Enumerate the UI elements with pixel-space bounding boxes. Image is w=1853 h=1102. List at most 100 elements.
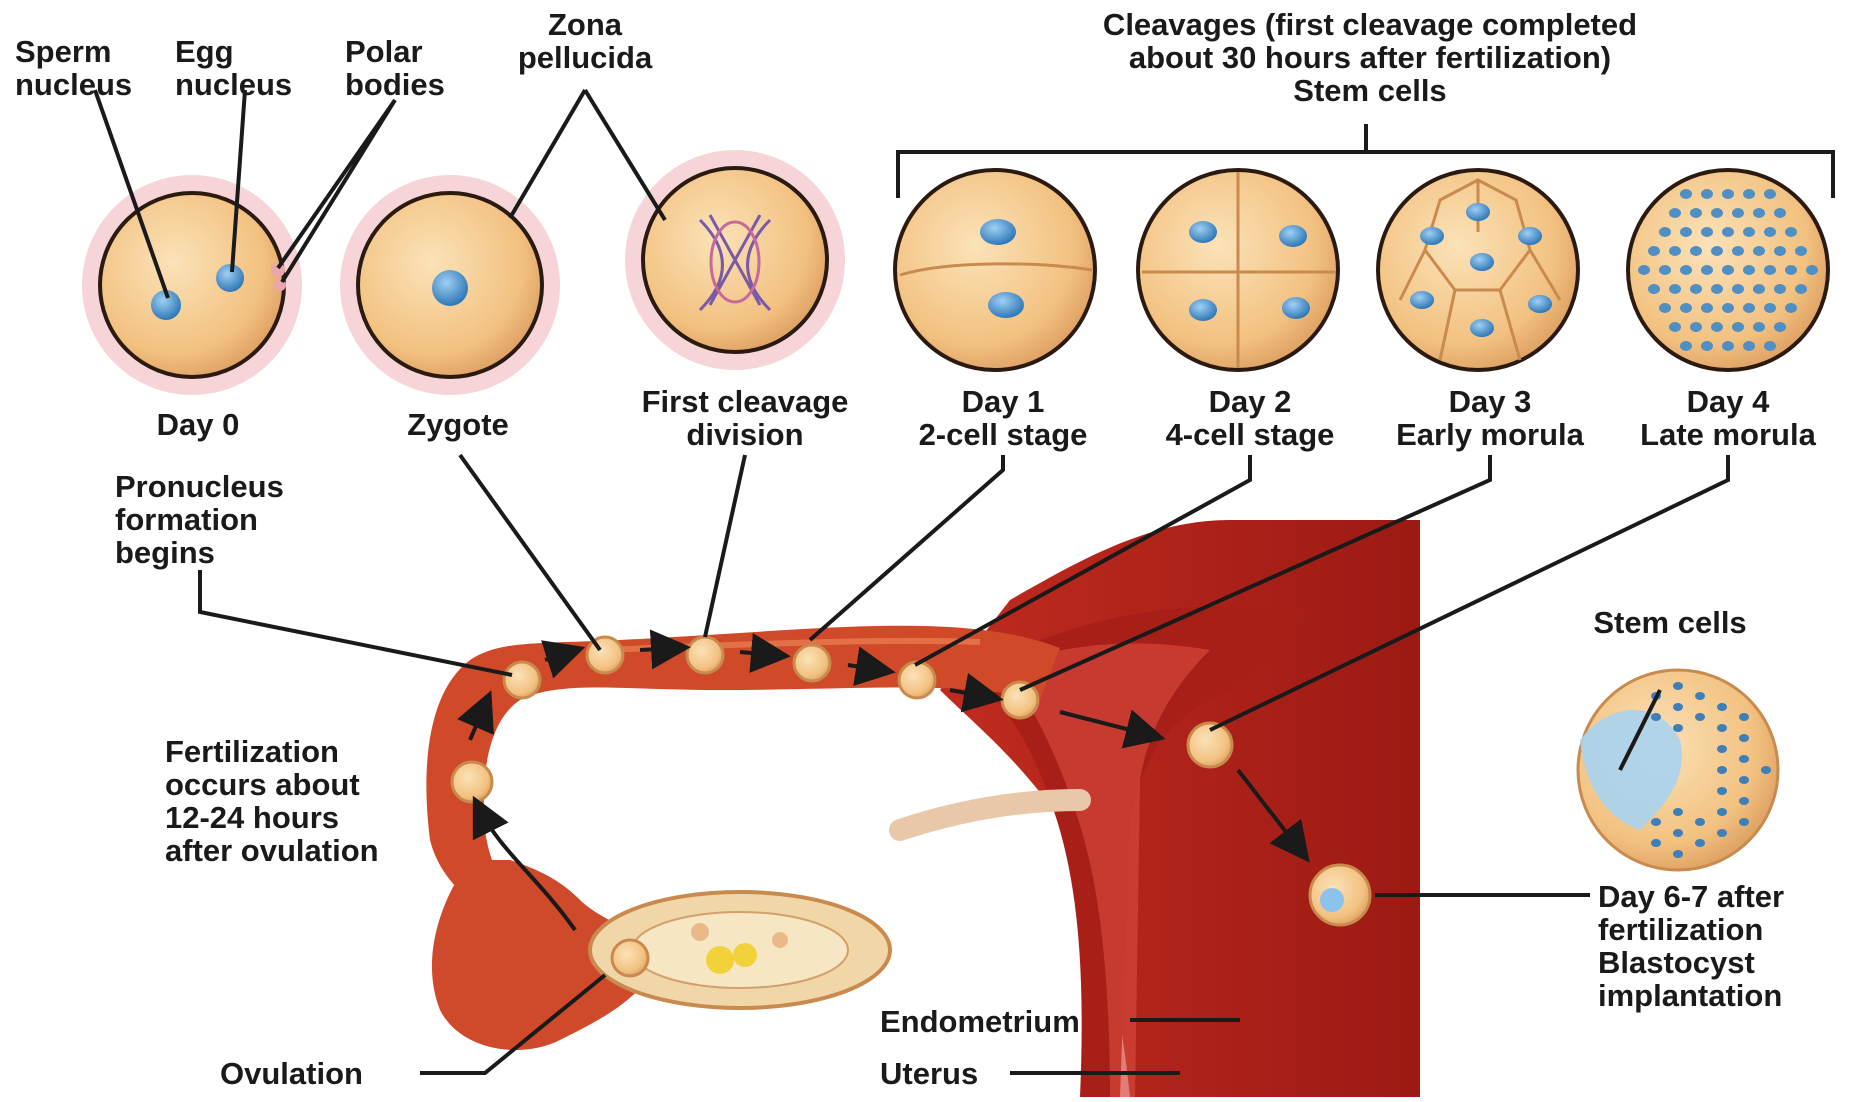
morula-nucleus-dot — [1701, 189, 1713, 199]
morula-nucleus-dot — [1774, 246, 1786, 256]
blastocyst-nucleus-dot — [1673, 703, 1683, 711]
morula-nucleus-dot — [1648, 246, 1660, 256]
morula-nucleus-dot — [1680, 341, 1692, 351]
morula-nucleus-dot — [1711, 208, 1723, 218]
label-day4: Day 4 Late morula — [1640, 385, 1816, 451]
label-stem-cells: Stem cells — [1593, 606, 1746, 639]
morula-nucleus-dot — [1690, 284, 1702, 294]
blastocyst-nucleus-dot — [1695, 818, 1705, 826]
morula-nucleus-dot — [1764, 303, 1776, 313]
blastocyst-nucleus-dot — [1717, 766, 1727, 774]
morula-nucleus-dot — [1722, 265, 1734, 275]
blastocyst-nucleus-dot — [1739, 734, 1749, 742]
blastocyst-nucleus-dot — [1761, 766, 1771, 774]
label-implantation: Day 6-7 after fertilization Blastocyst i… — [1598, 880, 1784, 1012]
morula-nucleus-dot — [1690, 208, 1702, 218]
morula-nucleus-dot — [1722, 189, 1734, 199]
label-day2: Day 2 4-cell stage — [1166, 385, 1335, 451]
morula-nucleus-dot — [1722, 341, 1734, 351]
blastocyst-nucleus-dot — [1695, 713, 1705, 721]
label-day3: Day 3 Early morula — [1396, 385, 1584, 451]
morula-nucleus-dot — [1795, 246, 1807, 256]
day0-cell — [82, 175, 302, 395]
blastocyst-nucleus-dot — [1717, 724, 1727, 732]
morula-nucleus-dot — [1753, 208, 1765, 218]
label-endometrium: Endometrium — [880, 1005, 1080, 1038]
egg-nucleus-icon — [216, 264, 244, 292]
day2-cell — [1138, 170, 1338, 370]
morula-nucleus-dot — [1774, 208, 1786, 218]
ovulated-egg — [612, 940, 648, 976]
morula-nucleus-dot — [1795, 284, 1807, 294]
morula-nucleus-dot — [1785, 227, 1797, 237]
morula-nucleus-dot — [1774, 322, 1786, 332]
morula-nucleus-dot — [1764, 227, 1776, 237]
blastocyst-nucleus-dot — [1717, 787, 1727, 795]
blastocyst-nucleus-dot — [1739, 713, 1749, 721]
morula-nucleus-dot — [1732, 284, 1744, 294]
morula-nucleus-dot — [1785, 303, 1797, 313]
day4-cell — [1628, 170, 1828, 370]
morula-nucleus-dot — [1638, 265, 1650, 275]
morula-nucleus-dot — [1732, 322, 1744, 332]
morula-nucleus-dot — [1764, 189, 1776, 199]
morula-nucleus-dot — [1659, 303, 1671, 313]
morula-nucleus-dot — [1753, 322, 1765, 332]
morula-nucleus-dot — [1659, 265, 1671, 275]
day1-cell — [895, 170, 1095, 370]
label-cleavages-header: Cleavages (first cleavage completed abou… — [1103, 8, 1637, 107]
blastocyst-nucleus-dot — [1651, 818, 1661, 826]
blastocyst-nucleus-dot — [1673, 724, 1683, 732]
ovarian-ligament — [900, 800, 1080, 830]
label-sperm-nucleus: Sperm nucleus — [15, 35, 132, 101]
morula-nucleus-dot — [1722, 227, 1734, 237]
morula-nucleus-dot — [1785, 265, 1797, 275]
blastocyst-nucleus-dot — [1673, 850, 1683, 858]
morula-nucleus-dot — [1743, 265, 1755, 275]
morula-nucleus-dot — [1711, 322, 1723, 332]
label-egg-nucleus: Egg nucleus — [175, 35, 292, 101]
morula-nucleus-dot — [1711, 284, 1723, 294]
blastocyst-nucleus-dot — [1739, 776, 1749, 784]
morula-nucleus-dot — [1743, 303, 1755, 313]
blastocyst-nucleus-dot — [1651, 713, 1661, 721]
blastocyst-nucleus-dot — [1739, 755, 1749, 763]
first-cleavage-cell — [625, 150, 845, 370]
label-first-cleavage: First cleavage division — [642, 385, 849, 451]
blastocyst-nucleus-dot — [1673, 829, 1683, 837]
label-zygote: Zygote — [407, 408, 509, 441]
blastocyst-nucleus-dot — [1673, 808, 1683, 816]
label-pronucleus-formation: Pronucleus formation begins — [115, 470, 284, 569]
morula-nucleus-dot — [1806, 265, 1818, 275]
morula-nucleus-dot — [1753, 246, 1765, 256]
blastocyst-nucleus-dot — [1739, 797, 1749, 805]
morula-nucleus-dot — [1743, 227, 1755, 237]
morula-nucleus-dot — [1680, 265, 1692, 275]
day3-cell — [1378, 170, 1578, 370]
morula-nucleus-dot — [1680, 303, 1692, 313]
label-day0: Day 0 — [157, 408, 240, 441]
morula-nucleus-dot — [1774, 284, 1786, 294]
label-zona-pellucida: Zona pellucida — [518, 8, 652, 74]
label-ovulation: Ovulation — [220, 1057, 363, 1090]
blastocyst-nucleus-dot — [1717, 829, 1727, 837]
label-day1: Day 1 2-cell stage — [919, 385, 1088, 451]
blastocyst-nucleus-dot — [1695, 839, 1705, 847]
morula-nucleus-dot — [1743, 341, 1755, 351]
blastocyst-nucleus-dot — [1651, 839, 1661, 847]
morula-nucleus-dot — [1764, 265, 1776, 275]
blastocyst-nucleus-dot — [1673, 682, 1683, 690]
morula-nucleus-dot — [1690, 322, 1702, 332]
morula-nucleus-dot — [1669, 284, 1681, 294]
morula-nucleus-dot — [1680, 227, 1692, 237]
zygote-nucleus-icon — [432, 270, 468, 306]
morula-nucleus-dot — [1722, 303, 1734, 313]
zygote-cell — [340, 175, 560, 395]
morula-nucleus-dot — [1669, 322, 1681, 332]
morula-nucleus-dot — [1669, 208, 1681, 218]
morula-nucleus-dot — [1680, 189, 1692, 199]
morula-nucleus-dot — [1701, 303, 1713, 313]
label-uterus: Uterus — [880, 1057, 978, 1090]
morula-nucleus-dot — [1690, 246, 1702, 256]
morula-nucleus-dot — [1753, 284, 1765, 294]
